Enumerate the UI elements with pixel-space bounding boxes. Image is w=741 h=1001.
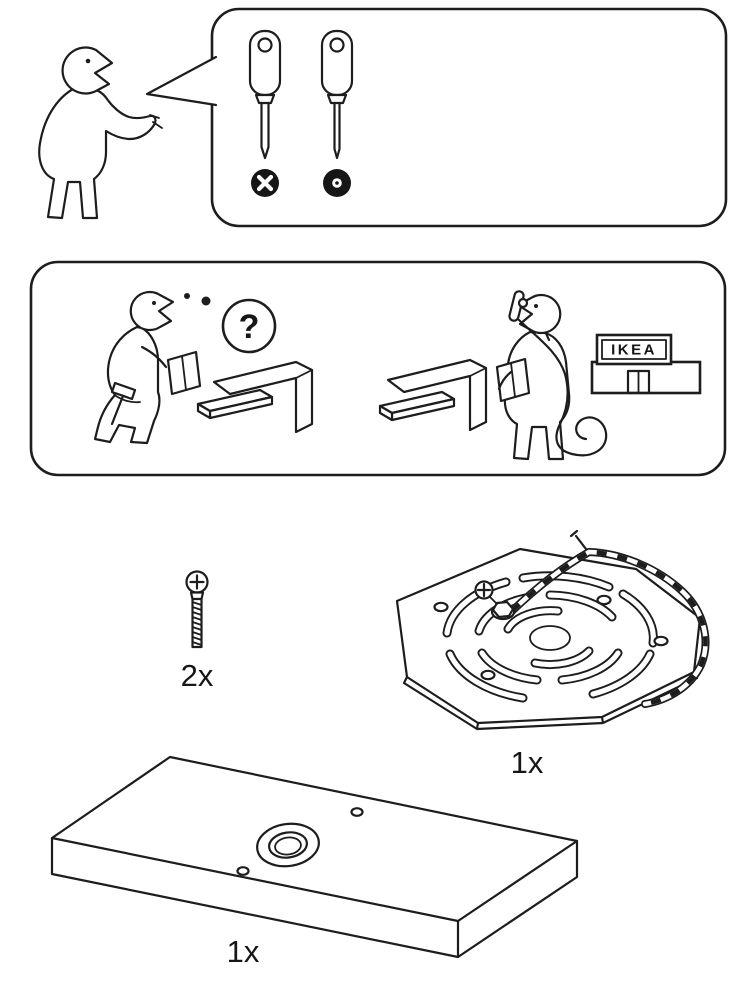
reader-head [61,46,114,95]
reader-figure [38,46,163,220]
part-table-top: 1x [50,755,579,969]
assembler-eye [152,301,156,305]
part-swivel-plate: 1x [395,529,710,780]
antenna-cable [508,529,710,708]
plate-quantity-label: 1x [511,745,544,780]
thought-dots [184,293,211,306]
question-bubble: ? [221,298,277,354]
mounting-bolt [474,580,516,621]
ikea-store-icon: IKEA [590,333,702,395]
phillips-screwdriver-icon [248,29,282,160]
caller-hand [517,297,529,309]
assembler-head [129,290,175,332]
speech-bubble-tail [145,55,218,107]
loose-parts-right [378,358,488,432]
parts-list: 2x [50,529,710,969]
instruction-booklet-icon [166,350,202,396]
telephone-cord [517,318,608,457]
part-screw: 2x [181,570,214,693]
screw-quantity-label: 2x [181,658,214,693]
tools-panel [38,7,728,228]
phone-call-figure [495,290,608,461]
slotted-head-symbol-icon [323,169,351,197]
tabletop-screw-holes [236,807,364,876]
tools-panel-box [210,7,728,228]
tabletop-mount-hole [256,822,320,868]
slotted-screwdriver-icon [320,29,354,160]
plate-holes [433,594,669,681]
confused-assembler-figure [93,290,202,445]
phillips-head-symbol-icon [251,169,279,197]
question-mark: ? [239,308,260,346]
hammer-icon [110,381,137,426]
reader-eye [85,58,91,64]
loose-parts-left [196,360,314,434]
caller-eye [534,304,538,308]
instruction-booklet-icon [495,357,531,403]
tabletop-quantity-label: 1x [227,934,260,969]
cable-tip [569,529,588,551]
help-panel: ? [29,260,727,477]
store-sign-label: IKEA [611,342,657,359]
